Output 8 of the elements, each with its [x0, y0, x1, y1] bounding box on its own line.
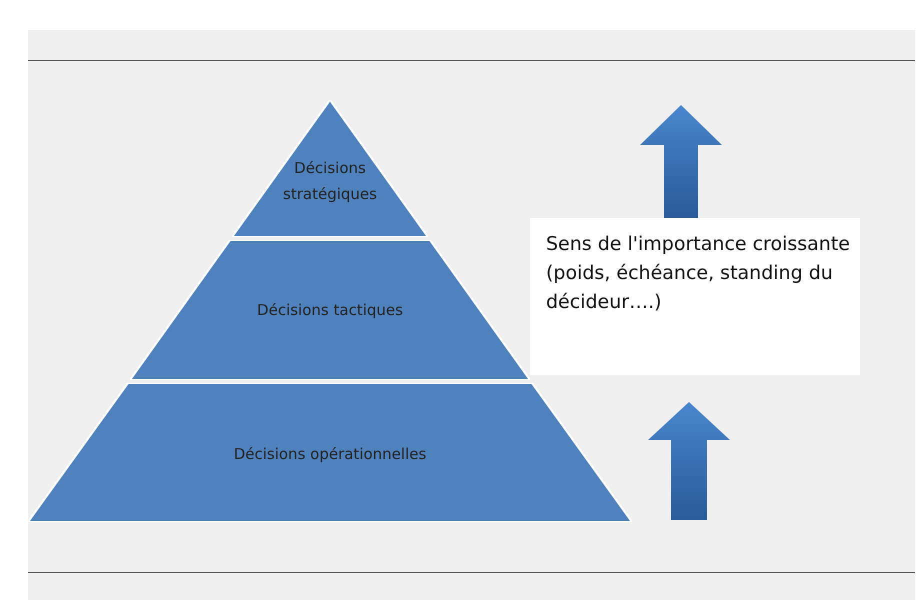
pyramid-tier — [130, 240, 530, 380]
tier-label: Décisions stratégiques — [282, 158, 378, 205]
text-box — [530, 218, 860, 375]
tier-label: Décisions opérationnelles — [232, 444, 428, 465]
note-text: Sens de l'importance croissante (poids, échéance, standing du décideur….) — [546, 232, 850, 315]
pyramid-tier — [28, 383, 632, 522]
pyramid-tier — [232, 100, 428, 237]
tier-label: Décisions tactiques — [256, 300, 404, 321]
